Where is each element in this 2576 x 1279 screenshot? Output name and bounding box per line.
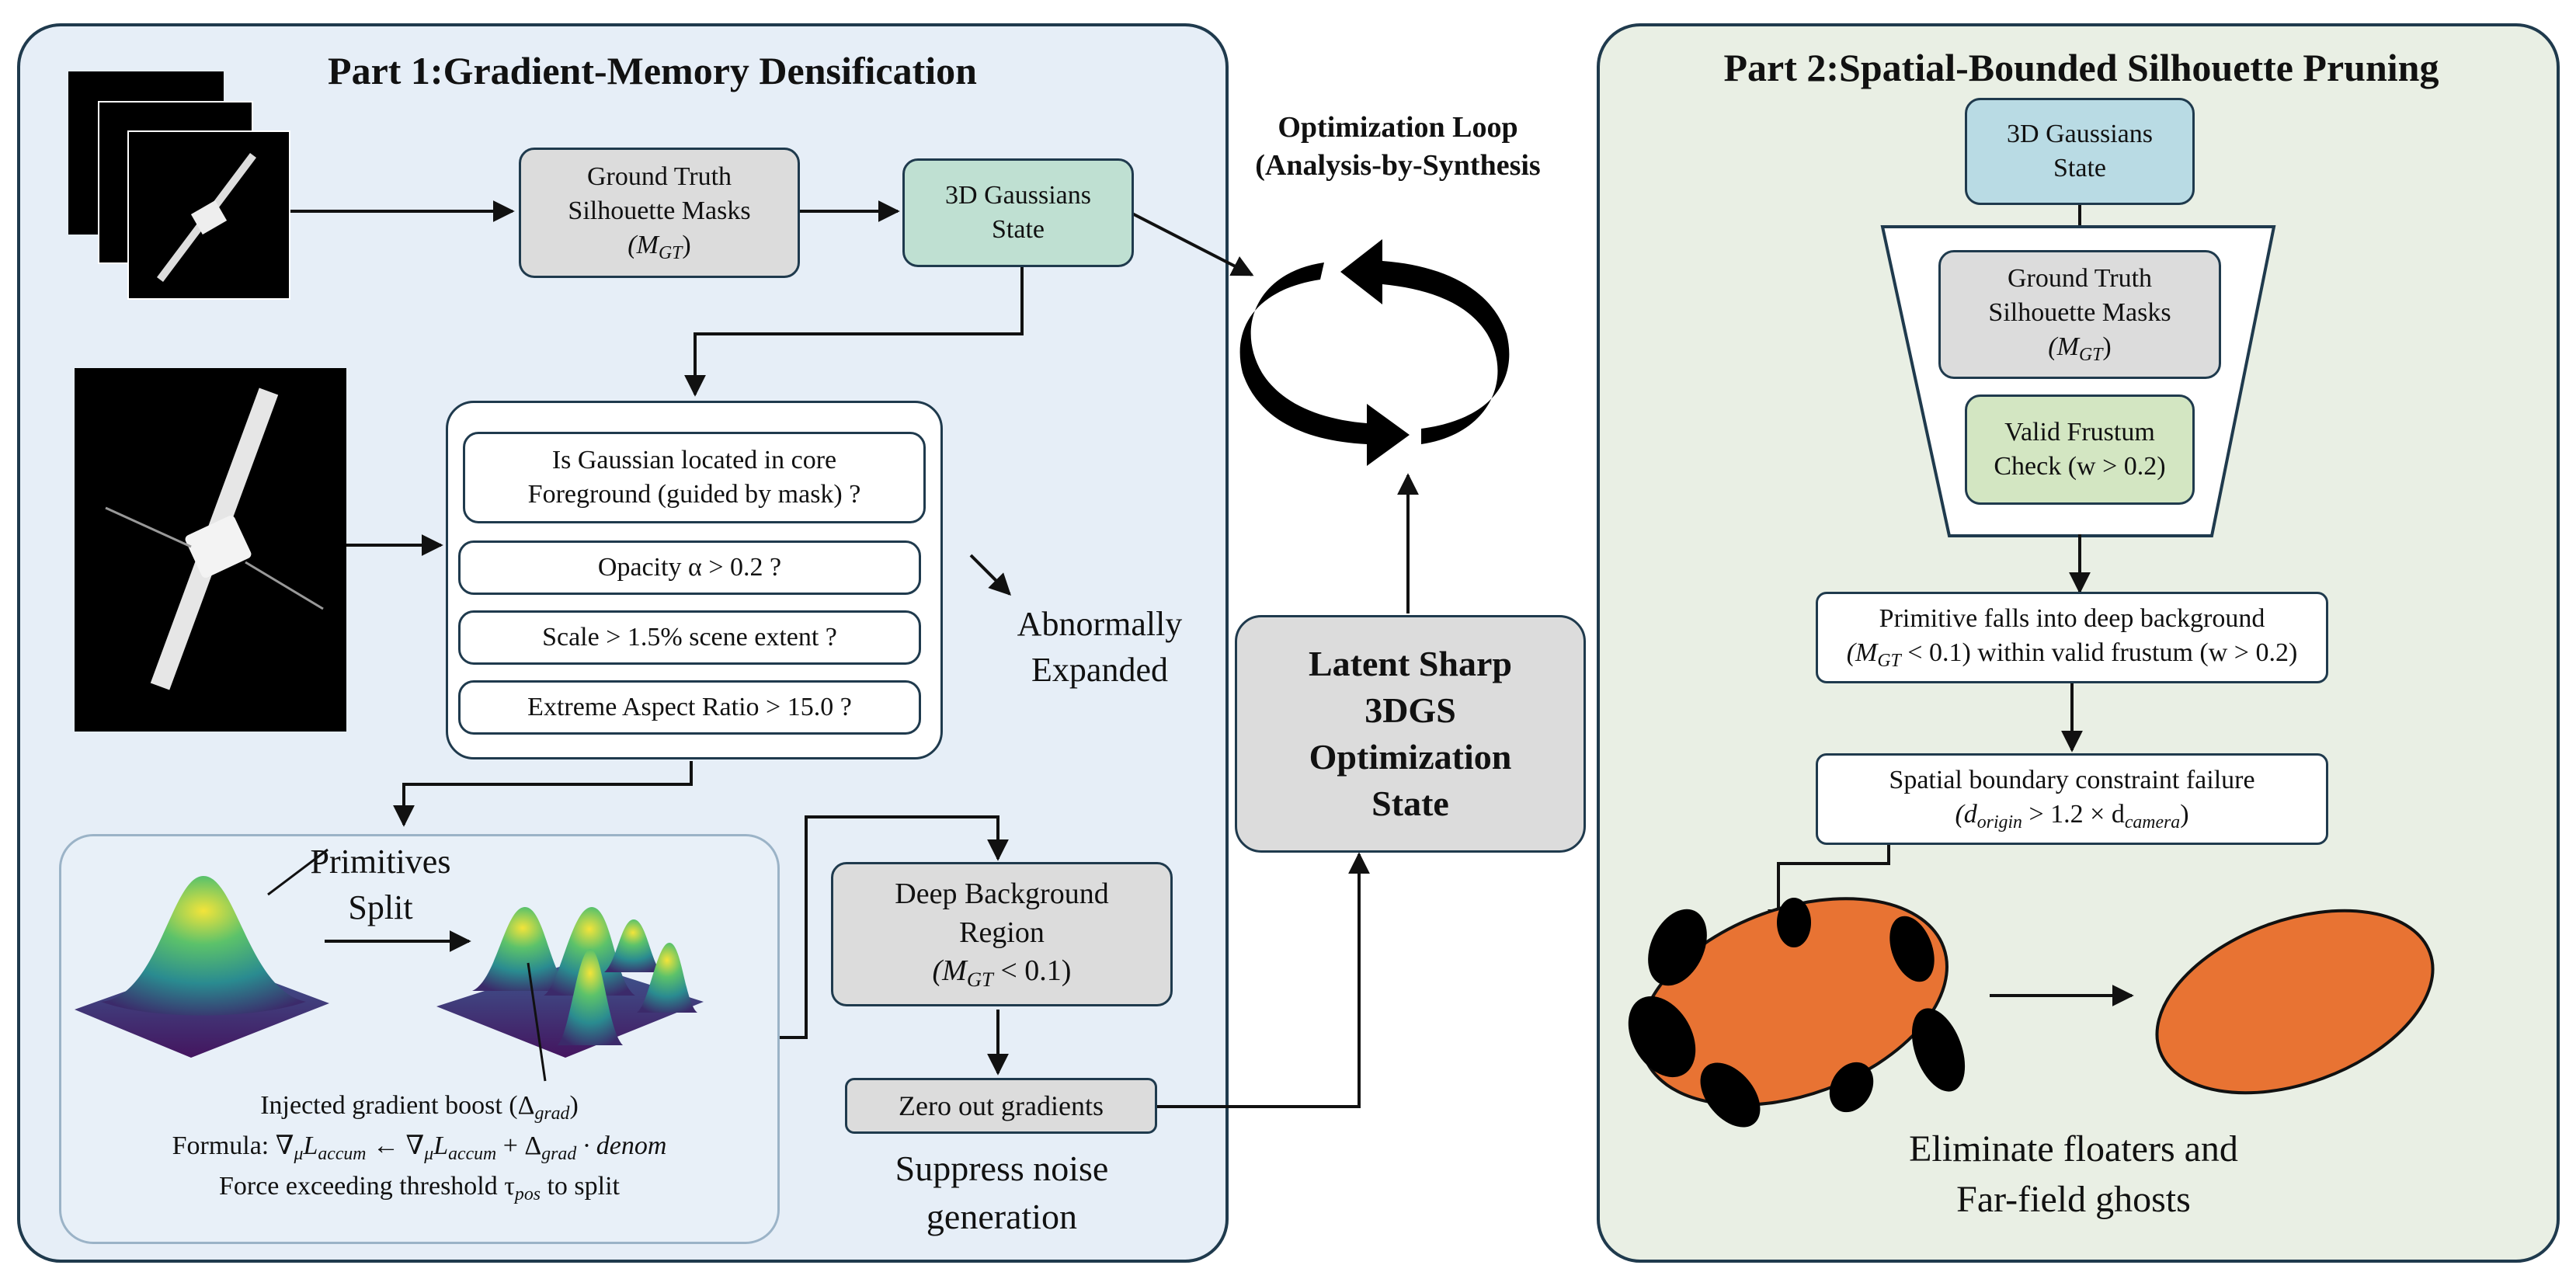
zero-gradients-box: Zero out gradients [845, 1078, 1157, 1134]
spatial-failure-box: Spatial boundary constraint failure (dor… [1816, 753, 2328, 845]
deep-bg-end: < 0.1) [993, 954, 1072, 988]
primitive-falls-box: Primitive falls into deep background (MG… [1816, 592, 2328, 683]
part2-title: Part 2:Spatial-Bounded Silhouette Prunin… [1723, 46, 2439, 89]
gaussians-state-line1: 3D Gaussians [945, 180, 1091, 210]
satellite-icon [157, 153, 256, 282]
spatial-line2a: (d [1955, 800, 1977, 829]
spatial-sub2: camera [2124, 812, 2181, 833]
p2-gt-masks-box: Ground Truth Silhouette Masks (MGT) [1938, 250, 2221, 379]
satellite-image [75, 368, 346, 732]
latent-line1: Latent Sharp [1309, 644, 1512, 684]
p2-gt-sub: GT [2078, 345, 2103, 366]
gt-masks-sub: GT [658, 243, 683, 264]
noisy-gaussian-icon [1628, 897, 1966, 1128]
gaussians-state-box: 3D Gaussians State [902, 158, 1134, 267]
abnormal-line2: Expanded [1031, 651, 1168, 690]
satellite-large-icon [105, 388, 324, 690]
primitive-falls-line1: Primitive falls into deep background [1879, 603, 2265, 633]
latent-state-box: Latent Sharp 3DGS Optimization State [1235, 615, 1586, 853]
spatial-line1: Spatial boundary constraint failure [1889, 765, 2255, 794]
clean-gaussian-icon [2155, 909, 2435, 1095]
primitive-falls-line2b: < 0.1) within valid frustum (w > 0.2) [1900, 638, 2298, 668]
gt-masks-line1: Ground Truth [586, 162, 732, 191]
suppress-label: Suppress noise generation [831, 1145, 1173, 1241]
gt-masks-end: ) [682, 231, 691, 260]
frustum-line1: Valid Frustum [2004, 417, 2155, 447]
loop-title-line1: Optimization Loop [1278, 111, 1518, 144]
abnormal-label: Abnormally Expanded [991, 601, 1208, 693]
loop-title-line2: (Analysis-by-Synthesis [1255, 149, 1541, 182]
check-scale: Scale > 1.5% scene extent ? [458, 610, 921, 665]
p2-gaussians-line2: State [2053, 154, 2106, 182]
deep-bg-line1: Deep Background [895, 878, 1109, 911]
latent-line4: State [1371, 783, 1449, 823]
eliminate-line2: Far-field ghosts [1956, 1178, 2191, 1220]
check-foreground-line2: Foreground (guided by mask) ? [527, 480, 861, 509]
optimization-loop-title: Optimization Loop (Analysis-by-Synthesis [1219, 109, 1577, 186]
p2-gt-line2: Silhouette Masks [1988, 297, 2171, 327]
eliminate-line1: Eliminate floaters and [1909, 1128, 2238, 1170]
primitives-line1: Primitives [310, 843, 451, 881]
frustum-line2: Check (w > 0.2) [1994, 452, 2166, 481]
injected-line: Injected gradient boost (Δgrad) [260, 1091, 579, 1124]
primitive-falls-sub: GT [1877, 651, 1901, 672]
loop-arrows-icon [1239, 239, 1510, 466]
part1-title: Part 1:Gradient-Memory Densification [328, 49, 977, 92]
suppress-line1: Suppress noise [895, 1149, 1109, 1188]
check-opacity: Opacity α > 0.2 ? [458, 540, 921, 595]
eliminate-label: Eliminate floaters and Far-field ghosts [1724, 1124, 2423, 1225]
formula-line: Formula: ∇μLaccum ← ∇μLaccum + Δgrad · d… [172, 1131, 667, 1165]
deep-bg-line3: (M [932, 954, 967, 988]
latent-line3: Optimization [1309, 737, 1512, 777]
gaussians-state-line2: State [992, 215, 1045, 244]
p2-gt-end: ) [2102, 332, 2112, 362]
p2-gaussians-line1: 3D Gaussians [2007, 119, 2153, 148]
p2-gt-line1: Ground Truth [2007, 263, 2153, 293]
latent-line2: 3DGS [1364, 690, 1456, 731]
primitive-falls-line2a: (M [1846, 638, 1878, 668]
p2-gaussians-state-box: 3D Gaussians State [1965, 98, 2195, 205]
deep-bg-sub: GT [966, 968, 993, 992]
check-aspect: Extreme Aspect Ratio > 15.0 ? [458, 680, 921, 735]
deep-background-box: Deep Background Region (MGT < 0.1) [831, 862, 1173, 1006]
primitives-line2: Split [348, 888, 413, 927]
deep-bg-line2: Region [959, 916, 1045, 949]
gt-masks-line2: Silhouette Masks [568, 196, 751, 225]
check-foreground: Is Gaussian located in core Foreground (… [463, 432, 926, 523]
spatial-sub1: origin [1976, 812, 2022, 833]
abnormal-line1: Abnormally [1017, 605, 1183, 643]
suppress-line2: generation [926, 1197, 1078, 1237]
force-line: Force exceeding threshold τpos to split [218, 1171, 621, 1204]
gt-masks-line3: (M [627, 231, 659, 260]
input-image-stack-3 [127, 130, 290, 300]
formula-block: Injected gradient boost (Δgrad) Formula:… [62, 1087, 777, 1208]
check-foreground-line1: Is Gaussian located in core [551, 445, 837, 474]
gt-masks-box: Ground Truth Silhouette Masks (MGT) [519, 148, 800, 278]
frustum-check-box: Valid Frustum Check (w > 0.2) [1965, 394, 2195, 505]
p2-gt-line3: (M [2048, 332, 2079, 362]
spatial-line2b: > 1.2 × d [2022, 800, 2125, 829]
spatial-line2c: ) [2180, 800, 2189, 829]
primitives-split-label: Primitives Split [287, 839, 474, 931]
